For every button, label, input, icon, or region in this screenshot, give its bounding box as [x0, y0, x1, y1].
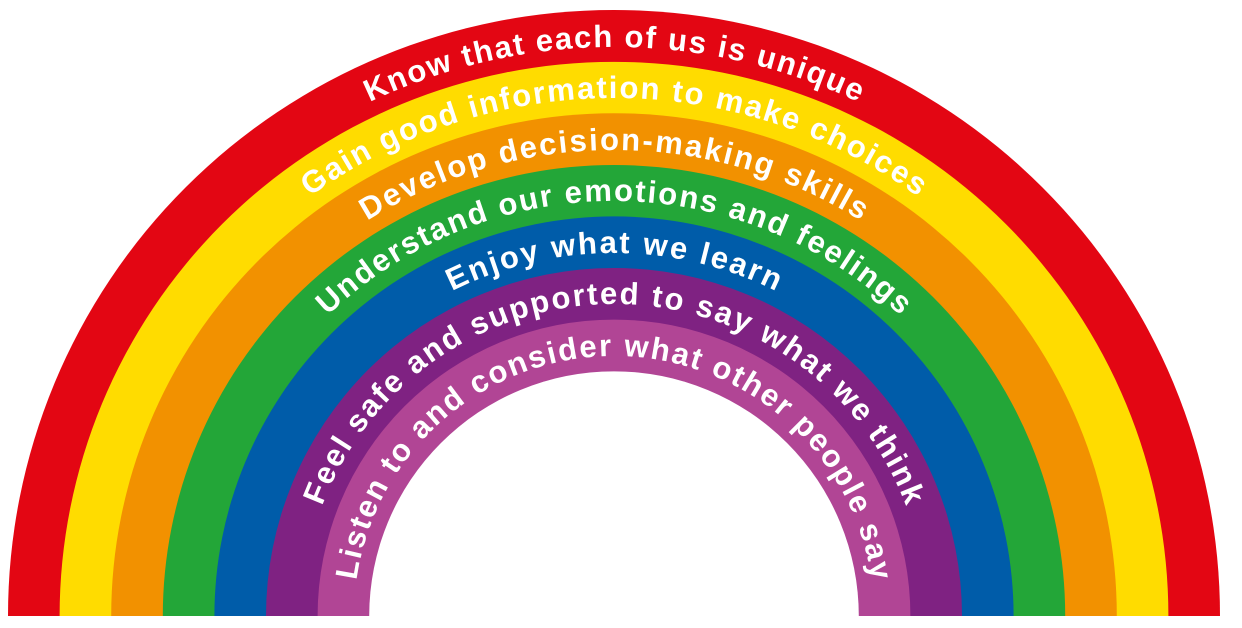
rainbow-bands [0, 10, 1242, 628]
rainbow-inner-space [369, 371, 859, 616]
